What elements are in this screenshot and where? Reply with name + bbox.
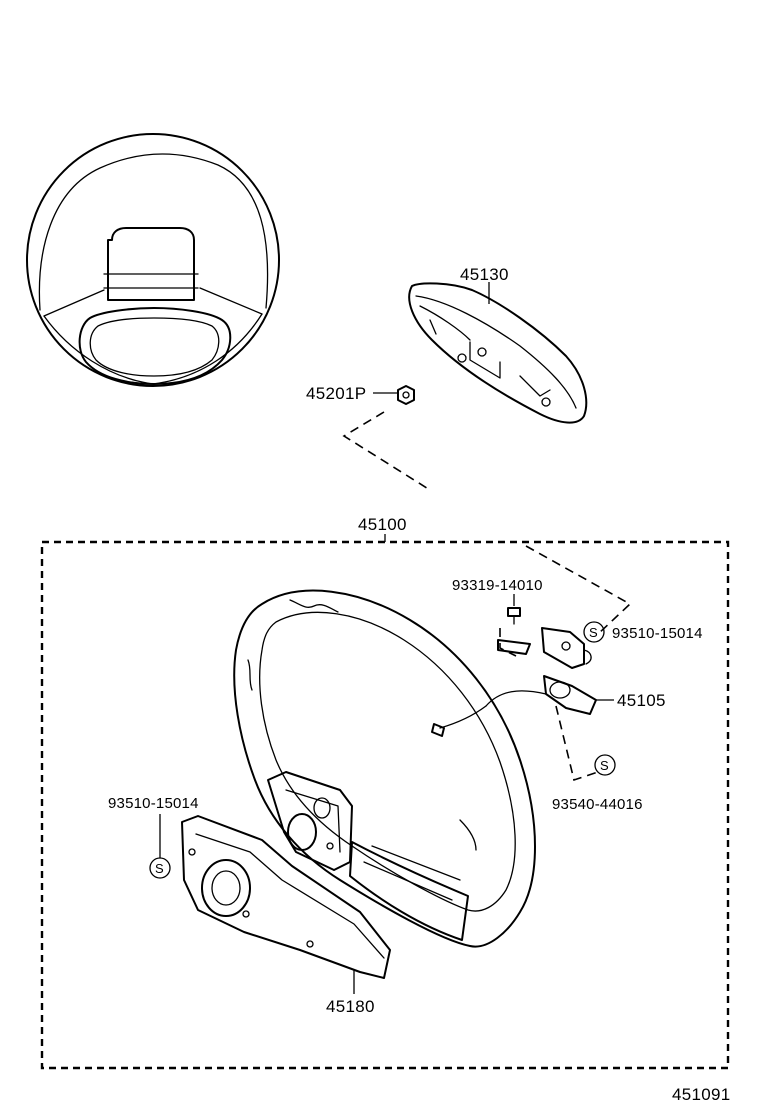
s-mark-left: S bbox=[155, 861, 164, 876]
nut-45201p: 45201P bbox=[306, 384, 431, 491]
label-45201p: 45201P bbox=[306, 384, 366, 403]
label-45130: 45130 bbox=[460, 265, 509, 284]
pad-45130: 45130 bbox=[408, 265, 588, 424]
screw-upper: S 93510-15014 bbox=[583, 621, 703, 643]
inset-wheel-view bbox=[26, 133, 280, 387]
cover-45180: 45180 bbox=[181, 815, 391, 1016]
screw-93319: 93319-14010 bbox=[452, 545, 632, 657]
label-93319: 93319-14010 bbox=[452, 577, 543, 594]
switch-45105: 45105 bbox=[431, 627, 666, 737]
s-mark-lower: S bbox=[600, 758, 609, 773]
screw-left: 93510-15014 S bbox=[108, 795, 199, 879]
screw-lower: S 93540-44016 bbox=[552, 705, 643, 813]
label-45100: 45100 bbox=[358, 515, 407, 534]
s-mark-upper: S bbox=[589, 625, 598, 640]
label-93510-upper: 93510-15014 bbox=[612, 625, 703, 642]
assembly-box bbox=[40, 540, 730, 1070]
label-45105: 45105 bbox=[617, 691, 666, 710]
label-93540: 93540-44016 bbox=[552, 796, 643, 813]
label-45180: 45180 bbox=[326, 997, 375, 1016]
label-93510-left: 93510-15014 bbox=[108, 795, 199, 812]
steering-wheel bbox=[233, 589, 536, 948]
figure-number: 451091 bbox=[672, 1085, 731, 1104]
